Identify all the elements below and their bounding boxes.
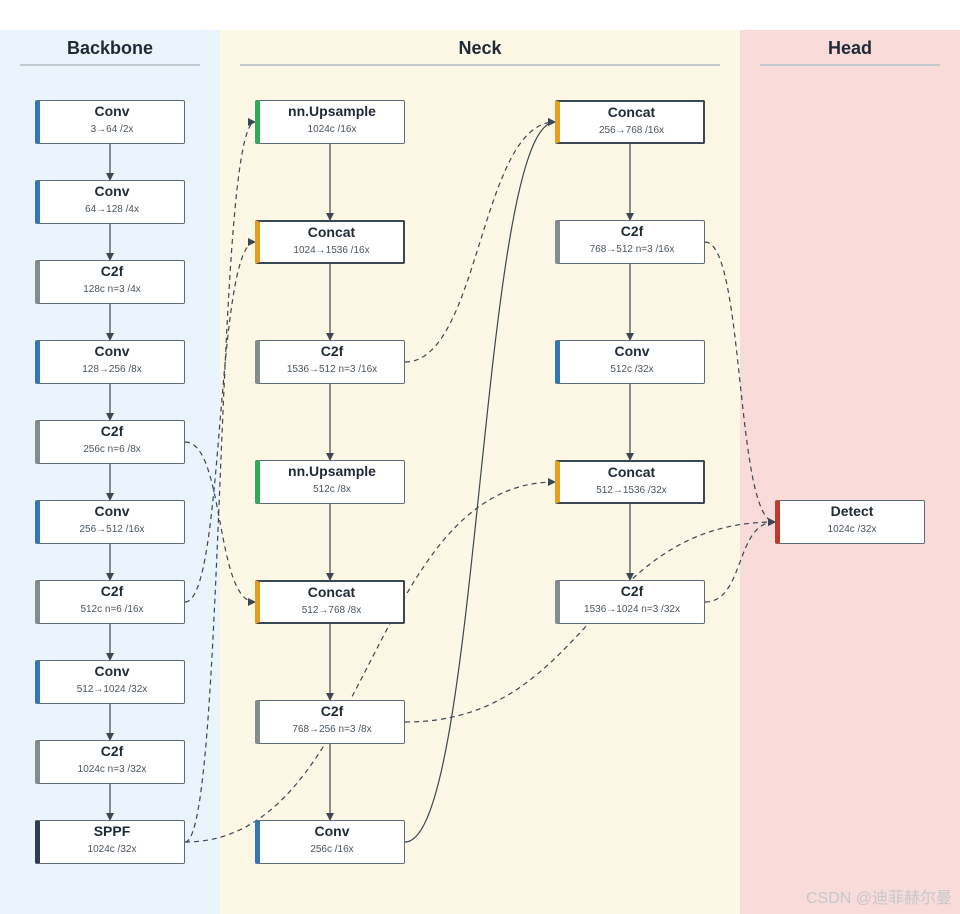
- node-concat-n1: Concat 1024→1536 /16x: [255, 220, 405, 264]
- edge-n6-m0: [404, 118, 556, 843]
- node-desc: 1536→512 n=3 /16x: [286, 364, 378, 375]
- node-desc: 1024c /16x: [307, 124, 357, 135]
- neck-divider: [240, 64, 720, 66]
- node-desc: 512→768 /8x: [301, 605, 362, 616]
- node-upsample-n3: nn.Upsample 512c /8x: [255, 460, 405, 504]
- node-name: Conv: [94, 343, 130, 359]
- node-desc: 1024→1536 /16x: [293, 245, 370, 256]
- node-c2f-b2: C2f 128c n=3 /4x: [35, 260, 185, 304]
- node-desc: 1024c /32x: [827, 524, 877, 535]
- node-name: Conv: [614, 343, 650, 359]
- node-desc: 768→512 n=3 /16x: [589, 244, 675, 255]
- node-conv-b5: Conv 256→512 /16x: [35, 500, 185, 544]
- node-desc: 256→512 /16x: [79, 524, 145, 535]
- node-desc: 3→64 /2x: [90, 124, 134, 135]
- head-divider: [760, 64, 940, 66]
- node-name: Conv: [94, 663, 130, 679]
- node-concat-n4: Concat 512→768 /8x: [255, 580, 405, 624]
- node-c2f-m4: C2f 1536→1024 n=3 /32x: [555, 580, 705, 624]
- node-c2f-n5: C2f 768→256 n=3 /8x: [255, 700, 405, 744]
- node-desc: 256→768 /16x: [598, 125, 665, 136]
- node-name: nn.Upsample: [288, 103, 376, 119]
- node-upsample-n0: nn.Upsample 1024c /16x: [255, 100, 405, 144]
- node-name: C2f: [620, 223, 644, 239]
- node-c2f-m1: C2f 768→512 n=3 /16x: [555, 220, 705, 264]
- node-name: nn.Upsample: [288, 463, 376, 479]
- head-title: Head: [827, 38, 872, 58]
- node-conv-n6: Conv 256c /16x: [255, 820, 405, 864]
- node-concat-m0: Concat 256→768 /16x: [555, 100, 705, 144]
- edge-b6-n1: [184, 238, 256, 603]
- node-c2f-n2: C2f 1536→512 n=3 /16x: [255, 340, 405, 384]
- node-c2f-b6: C2f 512c n=6 /16x: [35, 580, 185, 624]
- node-name: Concat: [307, 224, 356, 240]
- edge-b9-n0: [184, 118, 256, 843]
- head-section: Head: [740, 30, 960, 914]
- node-conv-b0: Conv 3→64 /2x: [35, 100, 185, 144]
- node-name: Conv: [314, 823, 350, 839]
- edge-n2-m0: [404, 118, 556, 363]
- node-name: C2f: [100, 583, 124, 599]
- node-name: C2f: [100, 743, 124, 759]
- edge-b9-m3: [184, 478, 556, 843]
- node-name: C2f: [100, 423, 124, 439]
- node-desc: 128→256 /8x: [82, 364, 142, 375]
- node-desc: 512→1024 /32x: [76, 684, 148, 695]
- node-c2f-b4: C2f 256c n=6 /8x: [35, 420, 185, 464]
- node-desc: 256c /16x: [310, 844, 354, 855]
- edge-b4-n4: [184, 441, 256, 606]
- node-conv-b1: Conv 64→128 /4x: [35, 180, 185, 224]
- node-desc: 128c n=3 /4x: [83, 284, 141, 295]
- node-name: Concat: [307, 584, 356, 600]
- node-concat-m3: Concat 512→1536 /32x: [555, 460, 705, 504]
- node-name: C2f: [620, 583, 644, 599]
- node-c2f-b8: C2f 1024c n=3 /32x: [35, 740, 185, 784]
- node-name: SPPF: [93, 823, 131, 839]
- node-name: Concat: [607, 464, 656, 480]
- node-desc: 512→1536 /32x: [596, 485, 667, 496]
- node-desc: 1024c /32x: [87, 844, 137, 855]
- backbone-divider: [20, 64, 200, 66]
- node-desc: 512c /8x: [313, 484, 351, 495]
- node-name: Conv: [94, 503, 130, 519]
- backbone-title: Backbone: [66, 38, 154, 58]
- node-desc: 1536→1024 n=3 /32x: [584, 604, 680, 615]
- node-conv-b3: Conv 128→256 /8x: [35, 340, 185, 384]
- watermark: CSDN @迪菲赫尔曼: [805, 890, 952, 907]
- node-name: C2f: [320, 703, 344, 719]
- node-name: Conv: [94, 183, 130, 199]
- node-name: C2f: [100, 263, 124, 279]
- node-conv-m2: Conv 512c /32x: [555, 340, 705, 384]
- node-name: C2f: [320, 343, 344, 359]
- node-desc: 768→256 n=3 /8x: [292, 724, 372, 735]
- node-desc: 512c /32x: [610, 364, 654, 375]
- node-desc: 256c n=6 /8x: [83, 444, 141, 455]
- node-desc: 64→128 /4x: [85, 204, 139, 215]
- edge-m4-h0: [704, 518, 776, 603]
- node-detect-h0: Detect 1024c /32x: [775, 500, 925, 544]
- node-conv-b7: Conv 512→1024 /32x: [35, 660, 185, 704]
- node-sppf-b9: SPPF 1024c /32x: [35, 820, 185, 864]
- node-name: Conv: [94, 103, 130, 119]
- neck-title: Neck: [458, 38, 502, 58]
- node-desc: 1024c n=3 /32x: [77, 764, 147, 775]
- node-name: Concat: [607, 104, 656, 120]
- node-desc: 512c n=6 /16x: [80, 604, 144, 615]
- edge-m1-h0: [704, 241, 776, 526]
- node-name: Detect: [830, 503, 874, 519]
